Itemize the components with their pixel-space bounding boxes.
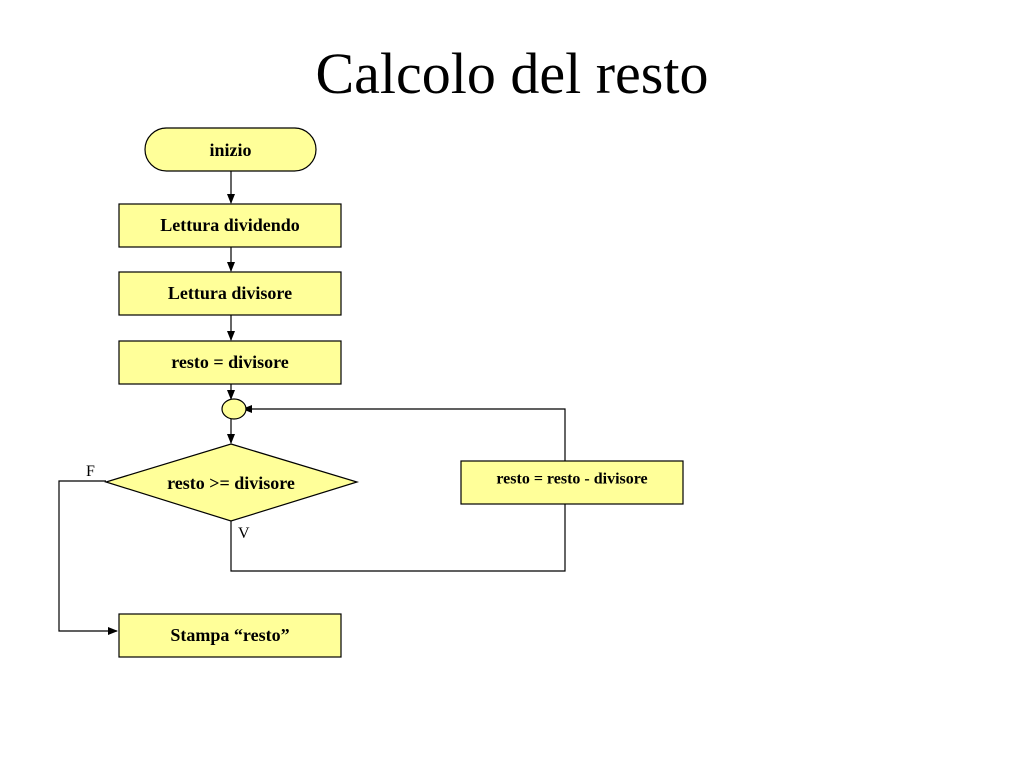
print-label: Stampa “resto” (170, 625, 289, 645)
condition-decision (103, 443, 360, 522)
start-terminal-label: inizio (209, 140, 251, 160)
subtract-label: resto = resto - divisore (496, 471, 647, 488)
loop-connector (221, 398, 247, 420)
print-process (118, 613, 342, 658)
edge-condition-true-to-subtract (230, 504, 566, 572)
branch-false-label: F (86, 463, 95, 480)
read-dividend-label: Lettura dividendo (160, 215, 300, 235)
condition-label: resto >= divisore (167, 473, 295, 493)
read-divisor-process (118, 271, 342, 316)
edge-condition-false-to-print (58, 480, 118, 635)
page-title: Calcolo del resto (315, 41, 709, 106)
read-dividend-process (118, 203, 342, 248)
start-terminal (144, 127, 317, 172)
branch-true-label: V (238, 525, 250, 542)
subtract-process (460, 460, 684, 505)
read-divisor-label: Lettura divisore (168, 283, 292, 303)
init-remainder-process (118, 340, 342, 385)
edge-subtract-loop-back (242, 405, 566, 461)
init-remainder-label: resto = divisore (171, 352, 289, 372)
